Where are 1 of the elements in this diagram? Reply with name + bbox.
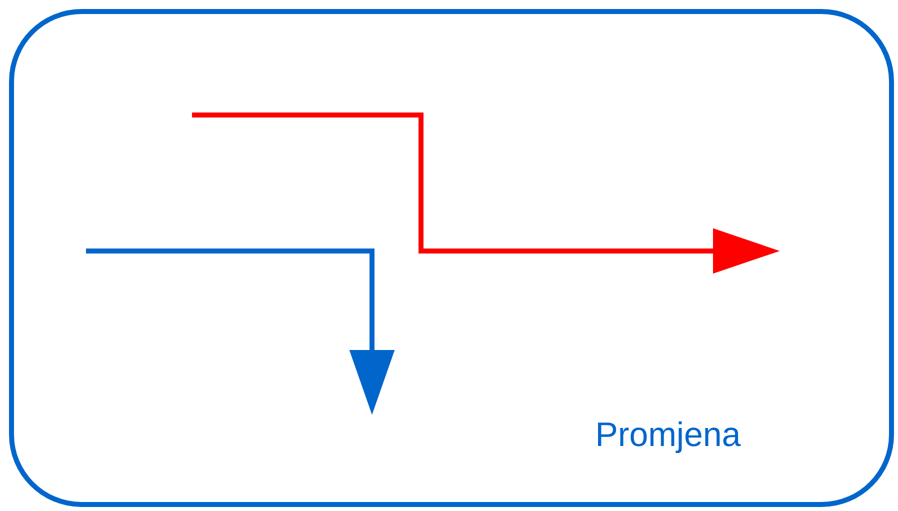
rounded-box: Promjena	[9, 9, 894, 507]
